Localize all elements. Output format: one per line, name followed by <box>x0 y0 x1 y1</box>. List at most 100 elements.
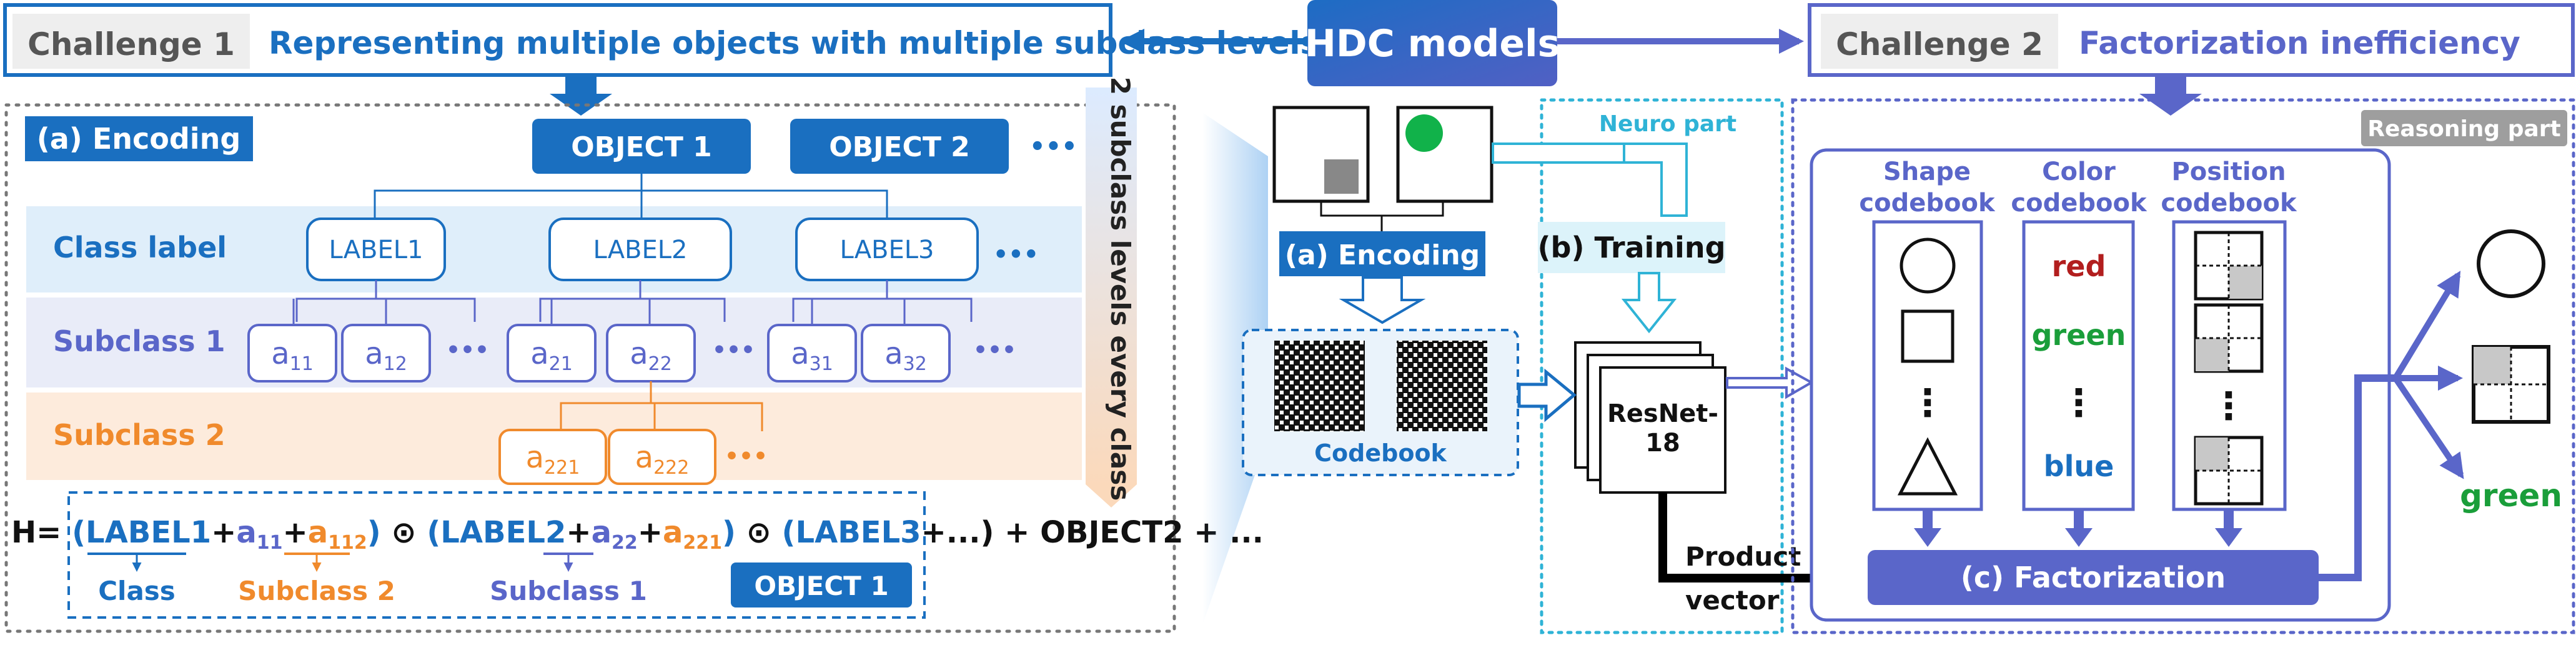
challenge2-banner: Challenge 2 Factorization inefficiency <box>1808 3 2575 77</box>
position-codebook-title-2: codebook <box>2161 189 2297 218</box>
vertical-note-text: 2 subclass levels every class <box>1105 77 1136 501</box>
tree-lines-subclass2 <box>560 381 763 431</box>
training-to-resnet-arrow <box>1621 272 1677 334</box>
svg-text:a12: a12 <box>365 336 407 375</box>
color-codebook-title-2: codebook <box>2011 189 2147 218</box>
position-cell-icon <box>2194 303 2264 373</box>
image-to-training-arrow <box>1492 142 1638 164</box>
resnet-to-reasoning-arrow <box>1726 366 1815 399</box>
shape-codebook-title-2: codebook <box>1859 189 1996 218</box>
training-box: (b) Training <box>1538 222 1726 273</box>
color-codebook <box>2022 220 2135 511</box>
subclass1-ellipsis: ••• <box>712 338 755 363</box>
shape-vertical-ellipsis: ⋮ <box>1909 381 1946 425</box>
label2-box: LABEL2 <box>548 218 732 281</box>
output-circle-icon <box>2477 229 2545 298</box>
circle-shape-icon <box>1900 238 1956 294</box>
formula-box <box>67 491 926 619</box>
position-cell-icon <box>2194 231 2264 301</box>
output-position-icon <box>2472 345 2550 424</box>
output-arrow-circle <box>2392 271 2461 380</box>
shape-codebook <box>1872 220 1983 511</box>
object1-label: OBJECT 1 <box>571 131 712 163</box>
formula-object1-box <box>731 562 912 608</box>
color-down-arrow <box>2065 509 2093 547</box>
svg-text:a22: a22 <box>630 336 672 375</box>
position-cell-icon <box>2194 436 2264 506</box>
codebook-panel: Codebook <box>1242 329 1519 476</box>
color-green: green <box>2032 318 2126 352</box>
row-subclass2-label: Subclass 2 <box>53 418 225 452</box>
input-image-circle <box>1396 106 1494 203</box>
color-blue: blue <box>2044 449 2114 483</box>
training-label: (b) Training <box>1538 231 1726 264</box>
middle-encoding-label: (a) Encoding <box>1285 239 1480 271</box>
neuro-label: Neuro part <box>1599 111 1736 137</box>
hollow-arrow-down <box>1339 276 1426 324</box>
hdc-models-title: HDC models <box>1305 22 1560 66</box>
vertical-note: 2 subclass levels every class <box>1086 77 1137 508</box>
label2-text: LABEL2 <box>593 236 687 264</box>
resnet-stack: ResNet- 18 <box>1574 341 1726 494</box>
subclass1-node: a21 <box>507 324 597 382</box>
shape-codebook-title-1: Shape <box>1883 158 1971 186</box>
svg-text:a11: a11 <box>271 336 314 375</box>
formula-label-object1: OBJECT 1 <box>754 571 888 601</box>
challenge1-tag: Challenge 1 <box>27 26 235 62</box>
challenge2-text: Factorization inefficiency <box>2079 25 2520 61</box>
svg-text:a21: a21 <box>530 336 573 375</box>
object2-box: OBJECT 2 <box>790 119 1009 174</box>
subclass1-node: a22 <box>606 324 696 382</box>
label3-text: LABEL3 <box>840 236 934 264</box>
left-panel <box>4 103 1176 633</box>
subclass1-ellipsis: ••• <box>446 338 489 363</box>
codebook-pattern-2 <box>1397 341 1487 431</box>
challenge2-tag: Challenge 2 <box>1836 26 2043 62</box>
subclass2-ellipsis: ••• <box>725 444 768 469</box>
arrow-challenge2-down <box>2139 75 2202 116</box>
position-vertical-ellipsis: ⋮ <box>2210 384 2247 428</box>
codebook-label: Codebook <box>1314 439 1447 467</box>
tree-lines-labels <box>374 174 888 222</box>
svg-text:a222: a222 <box>635 440 690 479</box>
codebook-pattern-1 <box>1274 341 1365 431</box>
subclass1-node: a31 <box>767 324 857 382</box>
reasoning-panel <box>1791 98 2575 634</box>
row-subclass1-label: Subclass 1 <box>53 324 225 358</box>
subclass1-node: a32 <box>861 324 951 382</box>
shape-down-arrow <box>1914 509 1941 547</box>
product-label-2: vector <box>1685 585 1780 616</box>
object2-label: OBJECT 2 <box>829 131 970 163</box>
formula-label-class: Class <box>98 576 176 606</box>
labels-ellipsis: ••• <box>993 241 1039 268</box>
image-to-encoding-line <box>1320 201 1444 217</box>
factorization-output-line <box>2319 374 2395 581</box>
position-codebook-title-1: Position <box>2171 158 2286 186</box>
product-label-1: Product <box>1685 541 1801 572</box>
challenge1-banner: Challenge 1 Representing multiple object… <box>3 3 1319 77</box>
svg-text:a221: a221 <box>526 440 580 479</box>
product-vector-arrow <box>1658 492 1863 596</box>
square-shape-icon <box>1901 309 1954 363</box>
position-down-arrow <box>2215 509 2242 547</box>
objects-ellipsis: ••• <box>1029 132 1077 161</box>
left-encoding-label: (a) Encoding <box>37 122 241 156</box>
subclass1-ellipsis: ••• <box>973 338 1016 363</box>
input-image-square <box>1272 106 1370 203</box>
object1-box: OBJECT 1 <box>532 119 751 174</box>
hdc-models-box: HDC models <box>1305 0 1560 86</box>
image-to-training-arrow-head <box>1623 142 1688 217</box>
subclass1-stems <box>292 299 906 325</box>
svg-text:a32: a32 <box>884 336 927 375</box>
label1-text: LABEL1 <box>329 236 423 264</box>
formula: H= (LABEL1+a11+a112) ⊙ (LABEL2+a22+a221)… <box>11 491 1264 619</box>
reasoning-label: Reasoning part <box>2367 116 2561 142</box>
subclass2-node: a221 <box>498 429 607 485</box>
codebook-to-resnet-arrow <box>1517 368 1577 422</box>
left-encoding-header: (a) Encoding <box>25 116 253 161</box>
row-class-label: Class label <box>53 231 227 264</box>
subclass1-node: a11 <box>247 324 337 382</box>
triangle-shape-icon <box>1897 437 1958 496</box>
label3-box: LABEL3 <box>795 218 979 281</box>
color-codebook-title-1: Color <box>2042 158 2116 186</box>
